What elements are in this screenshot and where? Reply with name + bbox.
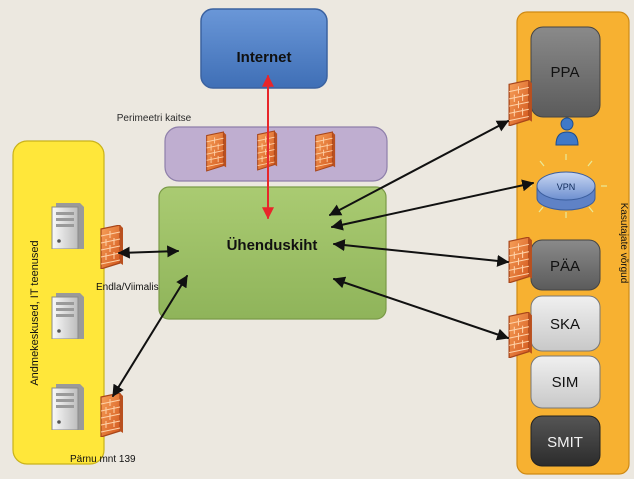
perimeter-zone: Perimeetri kaitse: [117, 113, 388, 182]
node-sim-label: SIM: [552, 374, 579, 391]
server-icon: [51, 203, 84, 249]
node-ska-label: SKA: [550, 316, 580, 333]
firewall-icon: [100, 225, 124, 269]
internet-node: Internet: [200, 8, 328, 89]
firewall-icon: [206, 131, 227, 172]
firewall-icon: [508, 237, 533, 283]
connections: [112, 74, 535, 398]
node-ppa: PPA: [530, 26, 601, 118]
firewall-icon: [508, 312, 533, 358]
firewall-icon: [315, 131, 336, 172]
server-icon: [51, 384, 84, 430]
core-node: Ühenduskiht: [158, 186, 387, 320]
firewall-icon: [100, 393, 124, 437]
user-networks-zone: Kasutajate võrgud PPA VPN PÄA SKA: [508, 11, 630, 475]
node-paa: PÄA: [530, 239, 601, 291]
node-sim: SIM: [530, 355, 601, 409]
node-ska: SKA: [530, 295, 601, 352]
node-smit: SMIT: [530, 415, 601, 467]
internet-label: Internet: [236, 49, 291, 66]
link-parnu-core: [112, 274, 188, 398]
perimeter-label: Perimeetri kaitse: [117, 113, 192, 124]
node-vpn-label: VPN: [557, 182, 576, 192]
firewall-icon: [508, 80, 533, 126]
link-datacenter-core: [117, 245, 180, 259]
vpn-router-icon: VPN: [526, 154, 607, 218]
link-core-paa: [332, 239, 510, 267]
datacenter-zone: Andmekeskused, IT teenused Endla/Viimali…: [12, 140, 165, 465]
server1-label: Endla/Viimalise: [96, 282, 165, 293]
server-icon: [51, 293, 84, 339]
user-networks-label: Kasutajate võrgud: [618, 203, 629, 284]
datacenter-label: Andmekeskused, IT teenused: [29, 240, 41, 385]
node-smit-label: SMIT: [547, 434, 583, 451]
server3-label: Pärnu mnt 139: [70, 454, 136, 465]
link-core-ska: [332, 276, 510, 341]
user-icon: [555, 117, 579, 146]
node-ppa-label: PPA: [551, 64, 580, 81]
core-label: Ühenduskiht: [227, 237, 318, 254]
link-core-vpn: [330, 179, 535, 231]
node-paa-label: PÄA: [550, 258, 580, 275]
